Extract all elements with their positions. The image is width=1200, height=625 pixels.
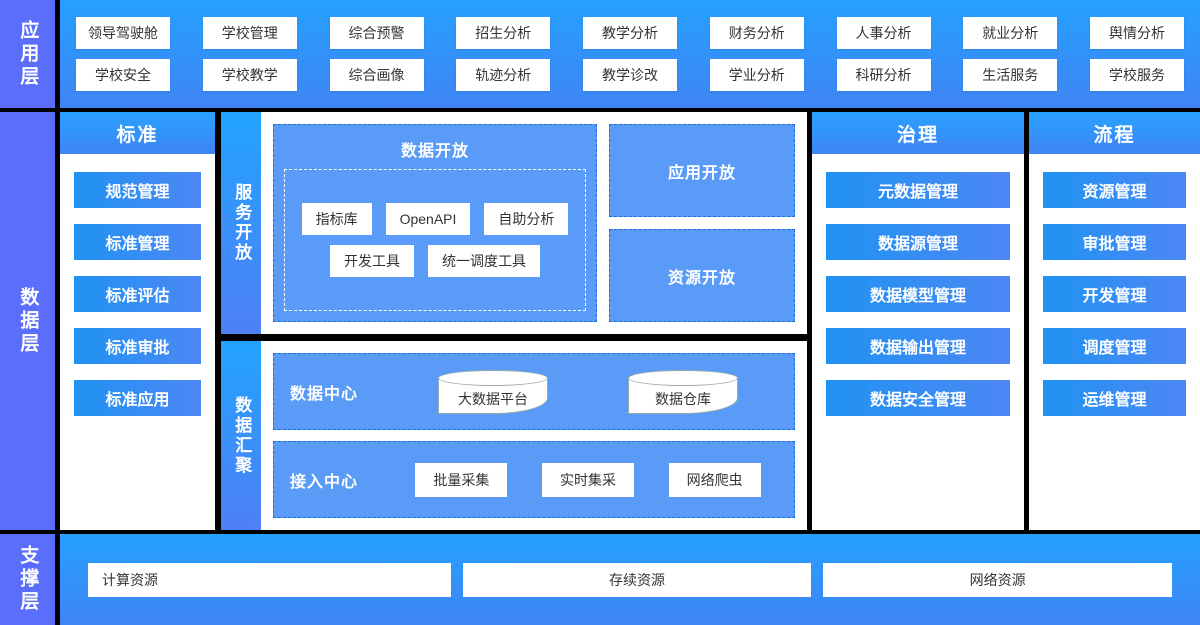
layer-label-data: 数据层: [0, 112, 55, 530]
cylinder-label: 大数据平台: [458, 390, 528, 407]
app-chip[interactable]: 舆情分析: [1090, 17, 1184, 49]
data-opening-tools-row-2: 开发工具 统一调度工具: [297, 245, 573, 277]
governance-item[interactable]: 数据模型管理: [826, 276, 1010, 312]
access-center-items: 批量采集 实时集采 网络爬虫: [398, 462, 778, 497]
standard-item[interactable]: 标准应用: [74, 380, 201, 416]
standard-item[interactable]: 标准审批: [74, 328, 201, 364]
app-chip[interactable]: 教学分析: [583, 17, 677, 49]
standard-item[interactable]: 规范管理: [74, 172, 201, 208]
database-cylinder-icon[interactable]: 数据仓库: [628, 369, 738, 414]
resource-opening-box[interactable]: 资源开放: [609, 229, 795, 322]
data-opening-tools-row-1: 指标库 OpenAPI 自助分析: [297, 203, 573, 235]
app-chip[interactable]: 教学诊改: [583, 59, 677, 91]
access-item[interactable]: 实时集采: [541, 462, 634, 497]
cylinder-label: 数据仓库: [655, 390, 711, 407]
cylinder-top: [438, 369, 548, 386]
governance-column: 治理 元数据管理 数据源管理 数据模型管理 数据输出管理 数据安全管理: [812, 112, 1024, 530]
layer-label-data-text: 数据层: [17, 286, 39, 356]
support-item-network[interactable]: 网络资源: [823, 562, 1173, 597]
application-row-1: 领导驾驶舱 学校管理 综合预警 招生分析 教学分析 财务分析 人事分析 就业分析…: [68, 17, 1192, 49]
application-opening-box[interactable]: 应用开放: [609, 124, 795, 217]
cylinder-top: [628, 369, 738, 386]
governance-item[interactable]: 元数据管理: [826, 172, 1010, 208]
app-chip[interactable]: 领导驾驶舱: [76, 17, 170, 49]
governance-item[interactable]: 数据源管理: [826, 224, 1010, 260]
service-opening-tab-text: 服务开放: [232, 183, 252, 263]
layer-label-application-text: 应用层: [17, 19, 39, 89]
access-item[interactable]: 批量采集: [415, 462, 508, 497]
support-item-compute[interactable]: 计算资源: [88, 562, 451, 597]
process-column-body: 资源管理 审批管理 开发管理 调度管理 运维管理: [1029, 154, 1200, 530]
process-item[interactable]: 运维管理: [1043, 380, 1186, 416]
process-item[interactable]: 资源管理: [1043, 172, 1186, 208]
access-center-row: 接入中心 批量采集 实时集采 网络爬虫: [273, 441, 795, 518]
database-cylinder-icon[interactable]: 大数据平台: [438, 369, 548, 414]
access-center-label: 接入中心: [290, 473, 359, 491]
tool-item[interactable]: OpenAPI: [385, 203, 471, 235]
app-chip[interactable]: 学校管理: [202, 17, 297, 49]
governance-column-body: 元数据管理 数据源管理 数据模型管理 数据输出管理 数据安全管理: [812, 154, 1024, 530]
service-opening-tab: 服务开放: [221, 112, 261, 334]
layer-label-support: 支撑层: [0, 534, 55, 625]
app-chip[interactable]: 财务分析: [709, 17, 804, 49]
tool-item[interactable]: 开发工具: [330, 245, 414, 277]
tool-item[interactable]: 统一调度工具: [428, 245, 540, 277]
data-gathering-tab-text: 数据汇聚: [232, 395, 252, 476]
data-gathering-tab: 数据汇聚: [221, 341, 261, 530]
data-center-items: 大数据平台 数据仓库: [398, 369, 778, 414]
app-chip[interactable]: 综合画像: [329, 59, 424, 91]
support-layer: 计算资源 存续资源 网络资源: [60, 534, 1200, 625]
process-item[interactable]: 开发管理: [1043, 276, 1186, 312]
governance-column-title: 治理: [812, 112, 1024, 154]
app-chip[interactable]: 招生分析: [456, 17, 551, 49]
data-gathering-panel: 数据汇聚 数据中心 大数据平台 数据仓库: [221, 341, 807, 530]
standard-item[interactable]: 标准评估: [74, 276, 201, 312]
service-opening-side: 应用开放 资源开放: [609, 124, 795, 322]
app-chip[interactable]: 就业分析: [963, 17, 1058, 49]
tool-item[interactable]: 指标库: [301, 203, 372, 235]
application-row-2: 学校安全 学校教学 综合画像 轨迹分析 教学诊改 学业分析 科研分析 生活服务 …: [68, 59, 1192, 91]
governance-item[interactable]: 数据安全管理: [826, 380, 1010, 416]
tool-item[interactable]: 自助分析: [484, 203, 569, 235]
app-chip[interactable]: 学业分析: [709, 59, 804, 91]
standard-item[interactable]: 标准管理: [74, 224, 201, 260]
data-center-label: 数据中心: [290, 385, 359, 403]
layer-label-support-text: 支撑层: [17, 545, 39, 614]
app-chip[interactable]: 综合预警: [329, 17, 424, 49]
service-opening-body: 数据开放 指标库 OpenAPI 自助分析 开发工具 统一调度工具 应用开放 资…: [261, 112, 807, 334]
standard-column-body: 规范管理 标准管理 标准评估 标准审批 标准应用: [60, 154, 215, 530]
data-opening-box: 数据开放 指标库 OpenAPI 自助分析 开发工具 统一调度工具: [273, 124, 597, 322]
layer-label-application: 应用层: [0, 0, 55, 108]
app-chip[interactable]: 轨迹分析: [456, 59, 551, 91]
data-opening-title: 数据开放: [400, 143, 469, 160]
app-chip[interactable]: 学校教学: [202, 59, 297, 91]
governance-item[interactable]: 数据输出管理: [826, 328, 1010, 364]
app-chip[interactable]: 人事分析: [836, 17, 931, 49]
process-column-title: 流程: [1029, 112, 1200, 154]
app-chip[interactable]: 生活服务: [963, 59, 1058, 91]
access-item[interactable]: 网络爬虫: [668, 462, 761, 497]
process-item[interactable]: 调度管理: [1043, 328, 1186, 364]
data-gathering-body: 数据中心 大数据平台 数据仓库 接入中心: [261, 341, 807, 530]
service-opening-panel: 服务开放 数据开放 指标库 OpenAPI 自助分析 开发工具 统一调度工具: [221, 112, 807, 334]
app-chip[interactable]: 科研分析: [836, 59, 931, 91]
application-layer: 领导驾驶舱 学校管理 综合预警 招生分析 教学分析 财务分析 人事分析 就业分析…: [60, 0, 1200, 108]
process-column: 流程 资源管理 审批管理 开发管理 调度管理 运维管理: [1029, 112, 1200, 530]
app-chip[interactable]: 学校服务: [1090, 59, 1184, 91]
app-chip[interactable]: 学校安全: [76, 59, 170, 91]
process-item[interactable]: 审批管理: [1043, 224, 1186, 260]
data-center-row: 数据中心 大数据平台 数据仓库: [273, 353, 795, 430]
support-item-storage[interactable]: 存续资源: [462, 562, 812, 597]
standard-column-title: 标准: [60, 112, 215, 154]
standard-column: 标准 规范管理 标准管理 标准评估 标准审批 标准应用: [60, 112, 215, 530]
data-opening-tools: 指标库 OpenAPI 自助分析 开发工具 统一调度工具: [284, 169, 586, 311]
